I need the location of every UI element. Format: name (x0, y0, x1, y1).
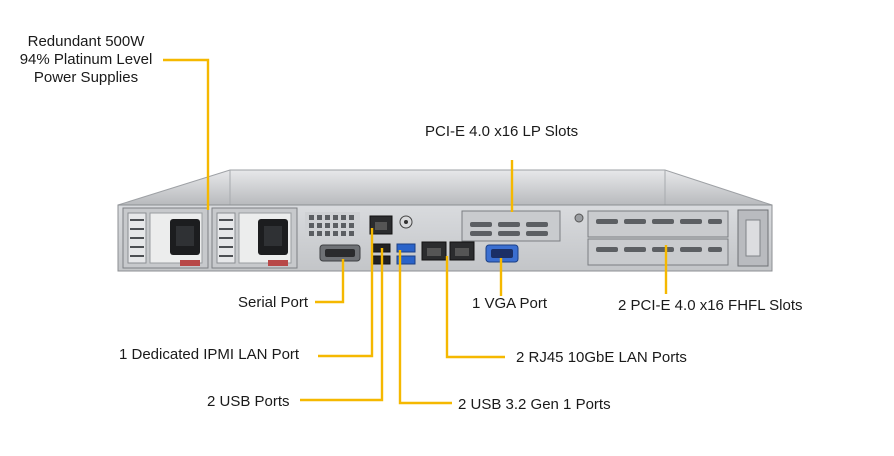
callout-ipmi: 1 Dedicated IPMI LAN Port (119, 346, 300, 363)
callout-psu: Redundant 500W 94% Platinum Level Power … (19, 33, 153, 86)
callout-usb32: 2 USB 3.2 Gen 1 Ports (458, 396, 611, 413)
chassis-handle (737, 209, 769, 267)
callout-usb: 2 USB Ports (207, 393, 290, 410)
leader-usb (300, 248, 384, 402)
rj45-10gbe-ports (421, 241, 475, 261)
callout-rj45: 2 RJ45 10GbE LAN Ports (516, 349, 687, 366)
callout-serial: Serial Port (238, 294, 309, 311)
leader-serial (315, 259, 345, 304)
callout-pcie-fhfl: 2 PCI-E 4.0 x16 FHFL Slots (618, 297, 803, 314)
callout-vga: 1 VGA Port (472, 295, 548, 312)
usb32-ports (396, 243, 416, 265)
callout-leaders (163, 58, 668, 405)
leader-rj45 (445, 256, 505, 359)
pcie-lp-slot (461, 210, 561, 242)
callout-pcie-lp: PCI-E 4.0 x16 LP Slots (425, 123, 579, 140)
psu-module-1 (122, 207, 209, 269)
leader-usb32 (398, 250, 452, 405)
leader-psu (163, 58, 210, 210)
pcie-fhfl-slots (587, 210, 729, 266)
chassis-top (117, 169, 773, 206)
psu-module-2 (211, 207, 298, 269)
serial-port (319, 244, 361, 262)
io-vents (305, 212, 360, 238)
ipmi-lan-port (369, 215, 393, 235)
leader-ipmi (318, 228, 374, 358)
